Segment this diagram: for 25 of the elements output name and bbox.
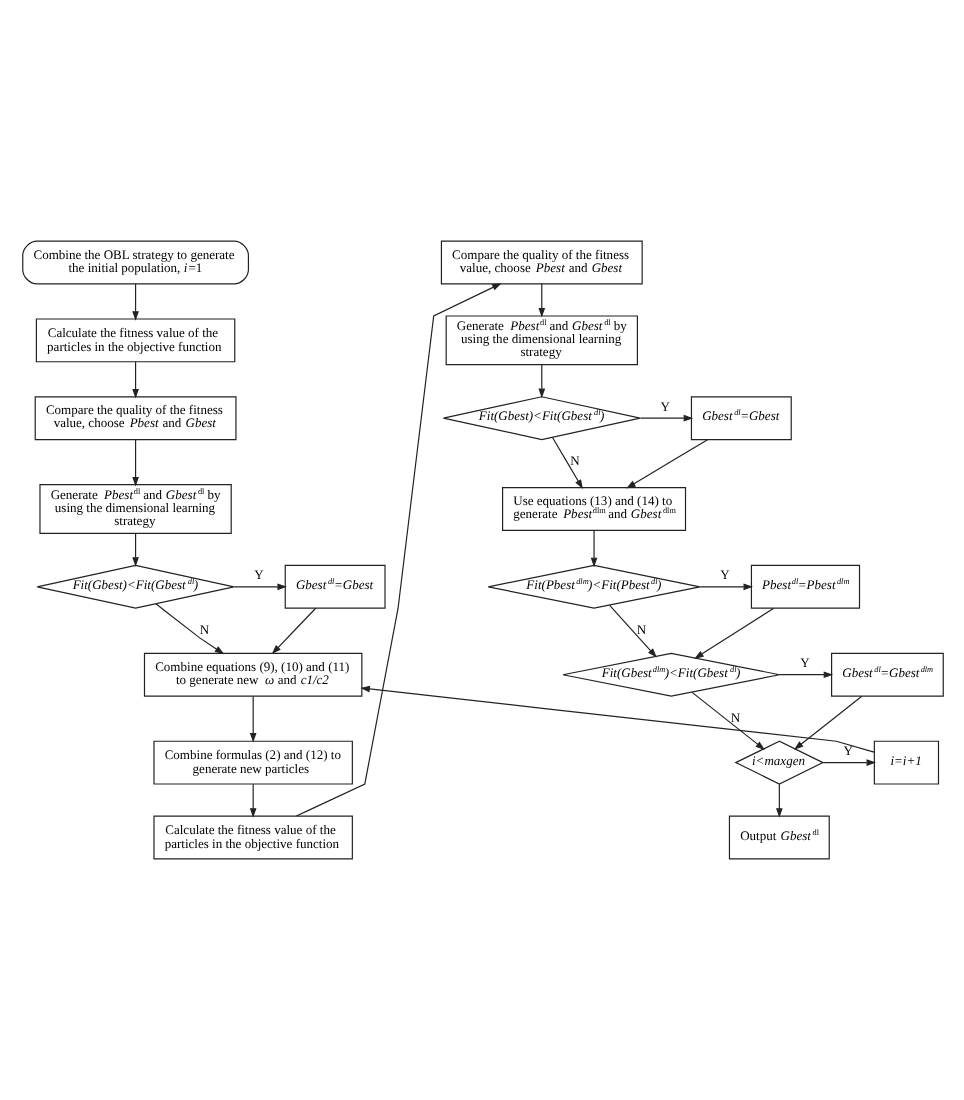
arrow xyxy=(821,759,876,766)
arrow xyxy=(131,283,138,321)
arrow xyxy=(131,361,138,399)
arrow xyxy=(131,439,138,487)
arrow xyxy=(248,695,256,743)
arrow xyxy=(775,783,782,818)
arrow xyxy=(248,783,256,818)
arrow xyxy=(778,671,833,679)
arrow xyxy=(698,583,752,591)
arrow xyxy=(270,607,316,655)
arrow xyxy=(693,607,774,659)
arrow xyxy=(294,283,501,817)
arrow xyxy=(537,283,545,318)
arrow xyxy=(154,603,224,655)
arrow xyxy=(690,691,764,750)
arrow xyxy=(792,695,862,750)
arrow xyxy=(550,436,582,490)
arrow xyxy=(537,364,545,399)
arrow xyxy=(359,685,874,753)
arrow xyxy=(232,583,286,591)
arrow xyxy=(131,533,138,567)
arrow xyxy=(608,604,656,658)
arrow xyxy=(625,439,708,489)
arrow xyxy=(638,414,693,422)
arrow xyxy=(589,529,597,568)
